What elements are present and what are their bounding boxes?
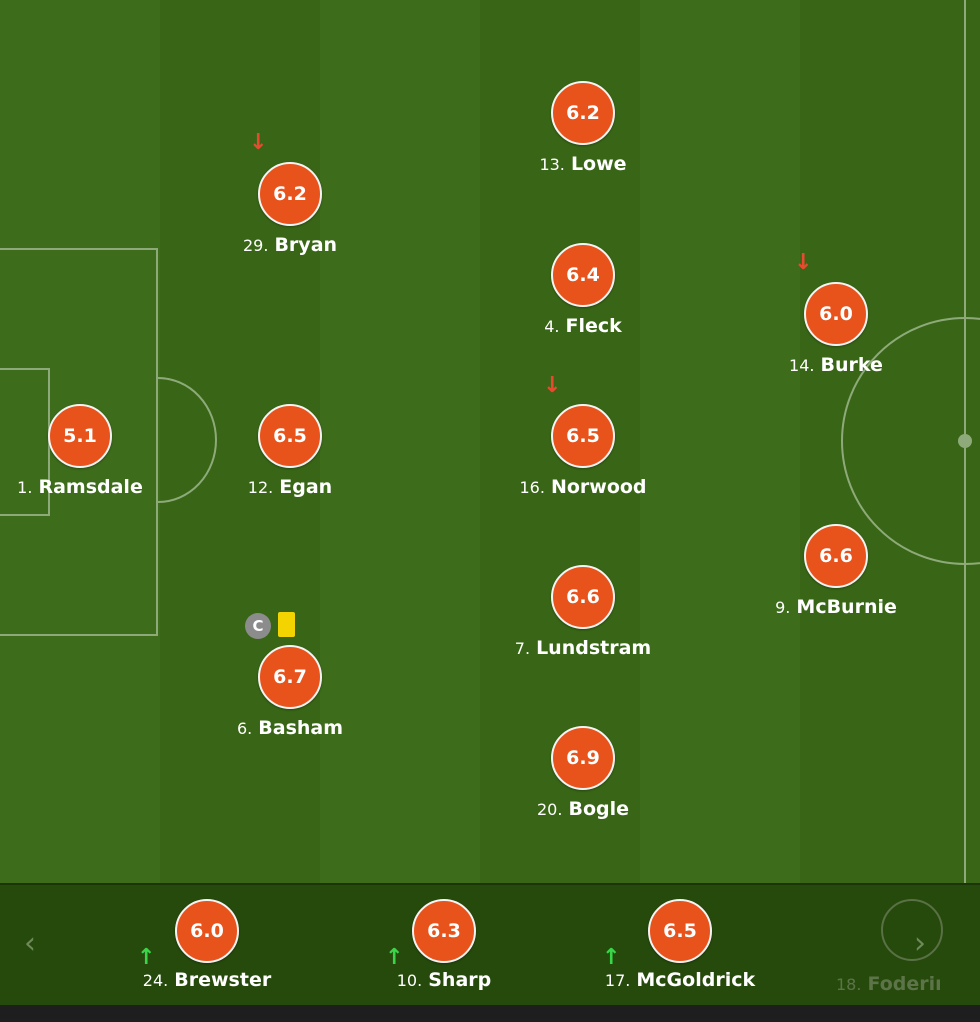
player-egan[interactable]: 6.5 12. Egan <box>190 404 390 498</box>
rating-badge: 6.6 <box>804 524 868 588</box>
player-label: 4. Fleck <box>544 315 622 337</box>
player-number: 20. <box>536 800 563 819</box>
pitch-stripe <box>320 0 480 883</box>
player-number: 13. <box>539 155 565 174</box>
player-name: Sharp <box>428 969 492 991</box>
arrow-down-icon: ↓ <box>543 373 562 398</box>
player-label: 13. Lowe <box>539 153 626 175</box>
rating-badge: 6.6 <box>551 565 615 629</box>
sub-player-mcgoldrick[interactable]: 6.5 17. McGoldrick <box>580 899 780 991</box>
rating-badge: 6.9 <box>551 726 615 790</box>
sub-player-sharp[interactable]: 6.3 10. Sharp <box>344 899 544 991</box>
sub-player-foderingham[interactable]: 18. Foderir <box>836 973 940 995</box>
chevron-right-icon[interactable]: › <box>914 926 926 961</box>
pitch-stripe <box>640 0 800 883</box>
player-name: Foderir <box>867 973 941 995</box>
rating-badge: 6.0 <box>175 899 239 963</box>
player-name: Basham <box>258 717 344 739</box>
player-label: 7. Lundstram <box>515 637 651 659</box>
rating-badge: 6.5 <box>551 404 615 468</box>
pitch-markings <box>157 0 980 883</box>
player-label: 9. McBurnie <box>775 596 897 618</box>
player-lundstram[interactable]: 6.6 7. Lundstram <box>483 565 683 659</box>
player-label: 12. Egan <box>248 476 332 498</box>
pitch: 5.1 1. Ramsdale ↓ 6.2 29. Bryan 6.5 12. … <box>0 0 980 883</box>
player-name: Ramsdale <box>38 476 143 498</box>
player-number: 4. <box>544 317 560 336</box>
player-label: 14. Burke <box>789 354 883 376</box>
arrow-down-icon: ↓ <box>249 130 268 155</box>
player-burke[interactable]: 6.0 14. Burke <box>736 282 936 376</box>
bottom-bar <box>0 1005 980 1022</box>
rating-badge: 6.0 <box>804 282 868 346</box>
pitch-stripe <box>800 0 980 883</box>
player-label: 10. Sharp <box>397 969 492 991</box>
player-lowe[interactable]: 6.2 13. Lowe <box>483 81 683 175</box>
player-number: 1. <box>17 478 33 497</box>
rating-badge: 6.7 <box>258 645 322 709</box>
player-norwood[interactable]: 6.5 16. Norwood <box>483 404 683 498</box>
player-number: 10. <box>396 971 423 990</box>
player-label: 6. Basham <box>237 717 343 739</box>
player-number: 12. <box>247 478 274 497</box>
player-name: Bryan <box>274 234 338 256</box>
player-number: 24. <box>142 971 169 990</box>
player-name: Egan <box>279 476 333 498</box>
player-number: 17. <box>604 971 631 990</box>
arrow-up-icon: ↑ <box>385 945 404 970</box>
rating-badge: 6.2 <box>258 162 322 226</box>
player-bogle[interactable]: 6.9 20. Bogle <box>483 726 683 820</box>
player-label: 17. McGoldrick <box>605 969 755 991</box>
arrow-up-icon: ↑ <box>137 945 156 970</box>
substitutes-bench: ‹ ↑ 6.0 24. Brewster ↑ 6.3 10. Sharp ↑ 6… <box>0 883 980 1007</box>
player-bryan[interactable]: 6.2 29. Bryan <box>190 162 390 256</box>
player-label: 20. Bogle <box>537 798 629 820</box>
player-basham[interactable]: 6.7 6. Basham <box>190 645 390 739</box>
player-number: 18. <box>836 975 862 994</box>
player-mcburnie[interactable]: 6.6 9. McBurnie <box>736 524 936 618</box>
player-number: 6. <box>236 719 253 738</box>
player-name: Bogle <box>568 798 630 820</box>
player-label: 24. Brewster <box>143 969 271 991</box>
player-name: Brewster <box>174 969 272 991</box>
arrow-down-icon: ↓ <box>794 250 813 275</box>
rating-badge: 6.5 <box>258 404 322 468</box>
chevron-left-icon[interactable]: ‹ <box>24 926 36 961</box>
rating-badge: 6.5 <box>648 899 712 963</box>
player-fleck[interactable]: 6.4 4. Fleck <box>483 243 683 337</box>
arrow-up-icon: ↑ <box>602 945 621 970</box>
penalty-area <box>0 248 158 636</box>
player-number: 9. <box>775 598 791 617</box>
player-number: 7. <box>514 639 531 658</box>
sub-player-brewster[interactable]: 6.0 24. Brewster <box>107 899 307 991</box>
player-name: Fleck <box>565 315 622 337</box>
rating-badge: 5.1 <box>48 404 112 468</box>
player-name: McGoldrick <box>636 969 756 991</box>
captain-badge: C <box>245 613 271 639</box>
rating-badge-unrated <box>881 899 943 961</box>
yellow-card-icon <box>278 612 295 637</box>
player-label: 29. Bryan <box>243 234 337 256</box>
player-name: Lundstram <box>536 637 652 659</box>
player-name: Norwood <box>550 476 647 498</box>
rating-badge: 6.2 <box>551 81 615 145</box>
player-ramsdale[interactable]: 5.1 1. Ramsdale <box>0 404 180 498</box>
player-number: 14. <box>789 356 815 375</box>
rating-badge: 6.4 <box>551 243 615 307</box>
player-label: 16. Norwood <box>519 476 646 498</box>
player-number: 16. <box>519 478 545 497</box>
player-label: 1. Ramsdale <box>17 476 143 498</box>
player-number: 29. <box>242 236 269 255</box>
rating-badge: 6.3 <box>412 899 476 963</box>
player-name: McBurnie <box>796 596 897 618</box>
player-name: Lowe <box>570 153 627 175</box>
player-name: Burke <box>820 354 883 376</box>
